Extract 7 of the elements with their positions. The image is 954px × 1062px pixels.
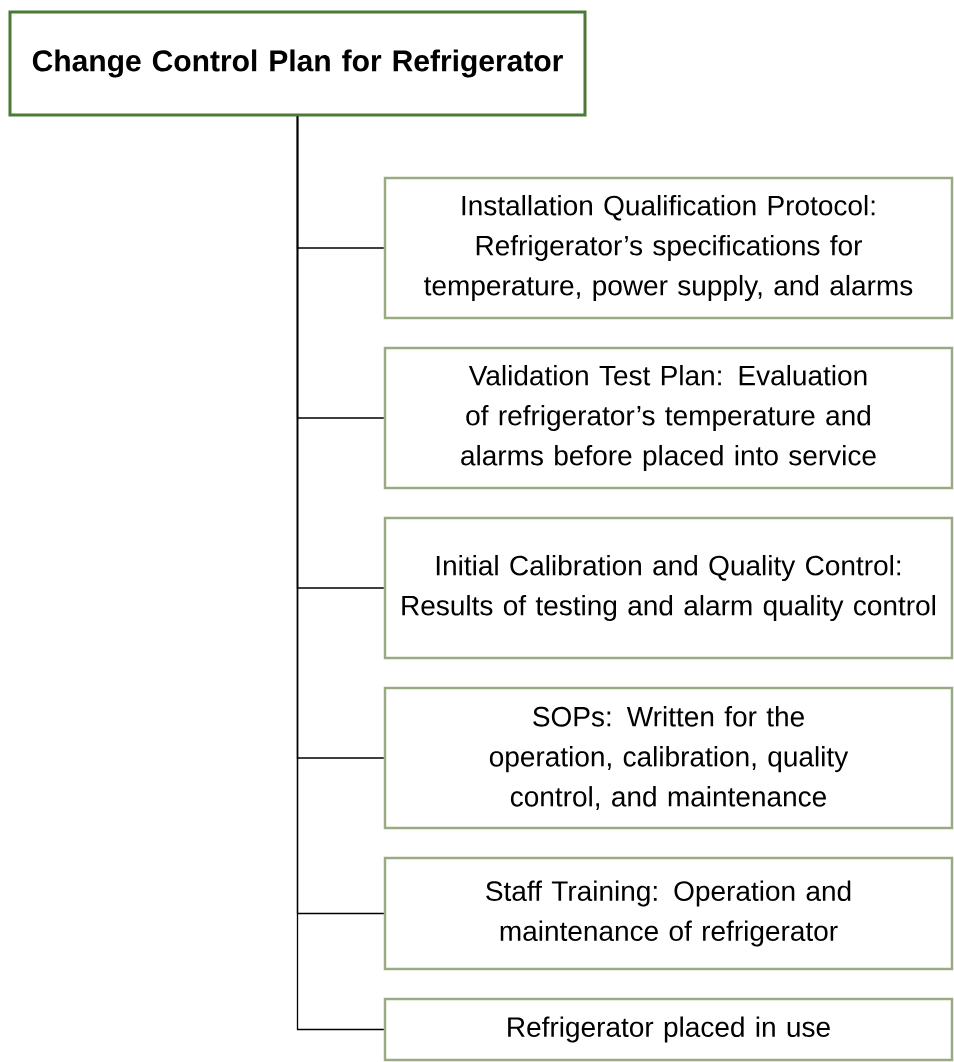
step-box: Refrigerator placed in use [383,997,954,1062]
step-box: Staff Training: Operation and maintenance of refrigerator [383,856,954,971]
step-box: Installation Qualification Protocol: Refrigerator’s specifications for temperature, power supply, and alarms [383,176,954,320]
step-box: Validation Test Plan: Evaluation of refrigerator’s temperature and alarms before placed into service [383,346,954,490]
step-box: SOPs: Written for the operation, calibration, quality control, and maintenance [383,686,954,830]
step-box: Initial Calibration and Quality Control: Results of testing and alarm quality control [383,516,954,660]
title-box: Change Control Plan for Refrigerator [8,10,587,117]
